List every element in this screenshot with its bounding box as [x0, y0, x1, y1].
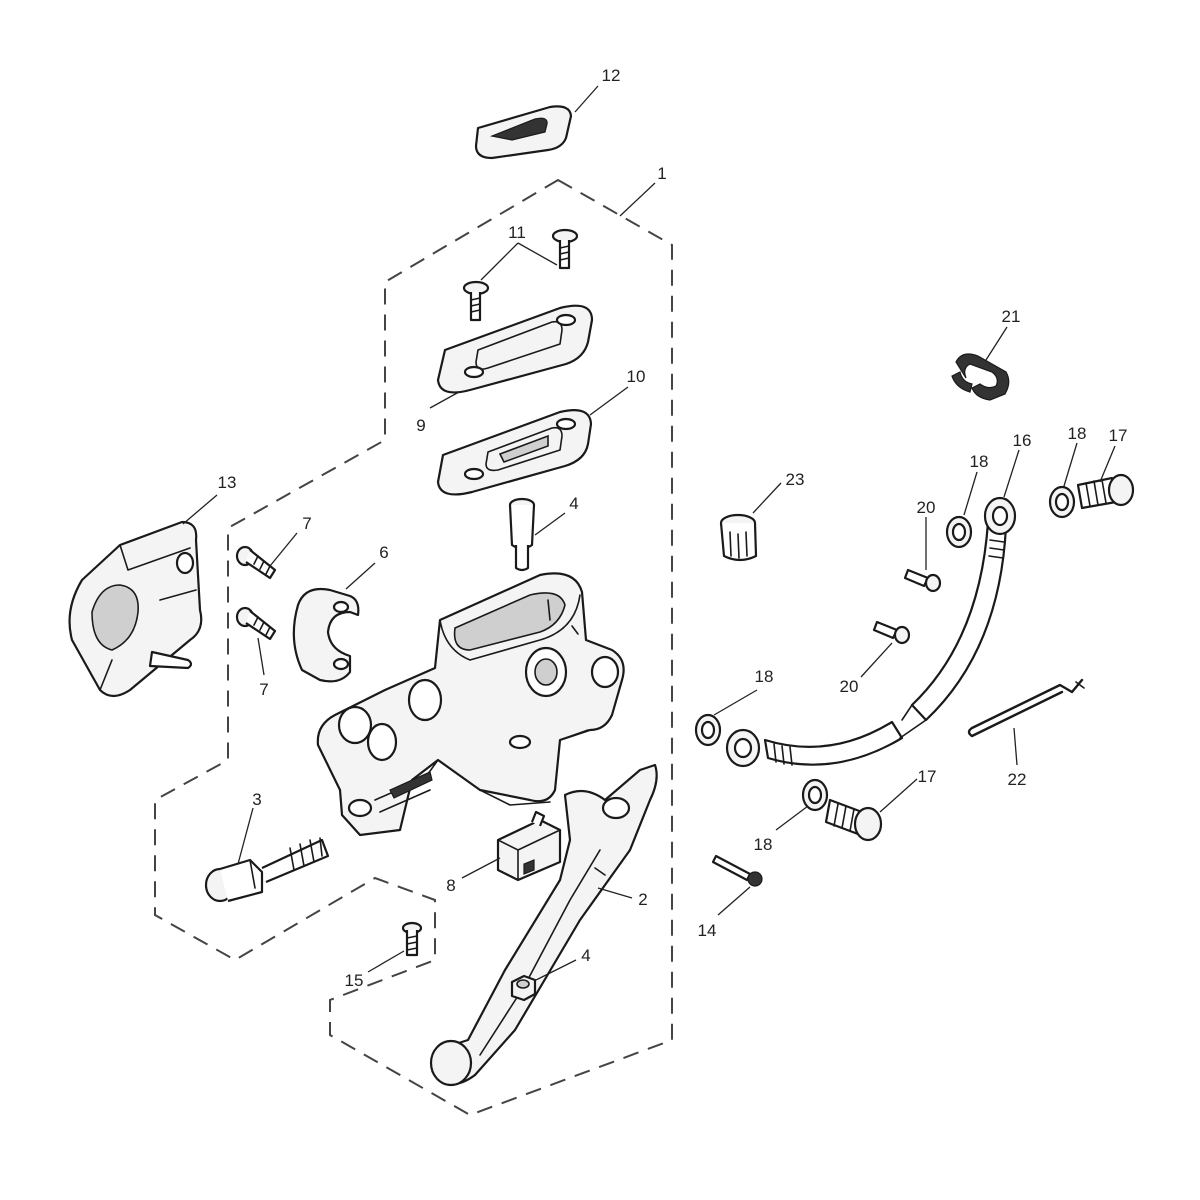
callout-20-upper: 20: [917, 498, 936, 517]
assembly-boundary-dashed: [154, 178, 673, 1117]
callout-7-upper: 7: [302, 514, 311, 533]
callout-22: 22: [1008, 770, 1027, 789]
part-6-clamp: [292, 587, 360, 683]
callout-15: 15: [345, 971, 364, 990]
part-20-bleed-screw-upper: [903, 568, 942, 593]
part-12-cap-seal: [474, 105, 573, 160]
callout-14: 14: [698, 921, 717, 940]
leader-lines: [182, 85, 1116, 981]
callout-10: 10: [627, 367, 646, 386]
part-20-bleed-screw-lower: [872, 620, 911, 645]
callout-18-lower: 18: [754, 835, 773, 854]
callout-13: 13: [218, 473, 237, 492]
part-15-screw: [401, 921, 423, 957]
part-17-banjo-bolt-lower: [824, 798, 883, 842]
callout-2: 2: [638, 890, 647, 909]
callout-11: 11: [508, 223, 526, 242]
part-11-screw-left: [462, 280, 490, 322]
part-11-screw-right: [551, 228, 579, 270]
callout-23: 23: [786, 470, 805, 489]
part-23-cap: [719, 513, 758, 562]
callout-9: 9: [416, 416, 425, 435]
part-18-washer-hose-top: [945, 515, 973, 549]
callout-18-left: 18: [755, 667, 774, 686]
callout-17-lower: 17: [918, 767, 937, 786]
part-18-washer-upper-right: [1048, 485, 1076, 519]
part-13-clamp-housing: [68, 520, 203, 698]
part-18-washer-left: [694, 713, 722, 747]
callout-4-lower: 4: [581, 946, 590, 965]
part-17-banjo-bolt-upper: [1076, 473, 1135, 510]
callout-17-upper: 17: [1109, 426, 1128, 445]
part-7-clamp-screw-upper: [235, 545, 277, 580]
part-4-pivot-bolt: [508, 497, 536, 572]
callout-16: 16: [1013, 431, 1032, 450]
part-4-nut: [510, 974, 537, 1002]
master-cylinder-body: [316, 572, 625, 837]
callout-4-upper: 4: [569, 494, 578, 513]
callout-6: 6: [379, 543, 388, 562]
part-10-diaphragm: [436, 409, 593, 496]
callout-1: 1: [657, 164, 666, 183]
part-8-brake-switch: [496, 810, 562, 882]
part-16-brake-hose: [725, 496, 1017, 768]
callout-labels: 12 1 11 9 10 13 7 7 6 4 3 8 2 4 15 21 23…: [218, 66, 1128, 990]
callout-7-lower: 7: [259, 680, 268, 699]
callout-18-upper-right: 18: [1068, 424, 1087, 443]
callout-21: 21: [1002, 307, 1021, 326]
part-21-hose-clip: [951, 353, 1010, 401]
callout-12: 12: [602, 66, 621, 85]
part-22-cable-tie: [967, 678, 1085, 738]
part-2-brake-lever: [429, 763, 658, 1087]
part-3-adjuster: [204, 837, 330, 903]
callout-3: 3: [252, 790, 261, 809]
part-9-cover-plate: [436, 304, 594, 394]
callout-18-hose: 18: [970, 452, 989, 471]
part-18-washer-lower: [801, 778, 829, 812]
callout-8: 8: [446, 876, 455, 895]
part-14-pin: [711, 854, 763, 887]
callout-20-lower: 20: [840, 677, 859, 696]
part-7-clamp-screw-lower: [235, 606, 277, 641]
